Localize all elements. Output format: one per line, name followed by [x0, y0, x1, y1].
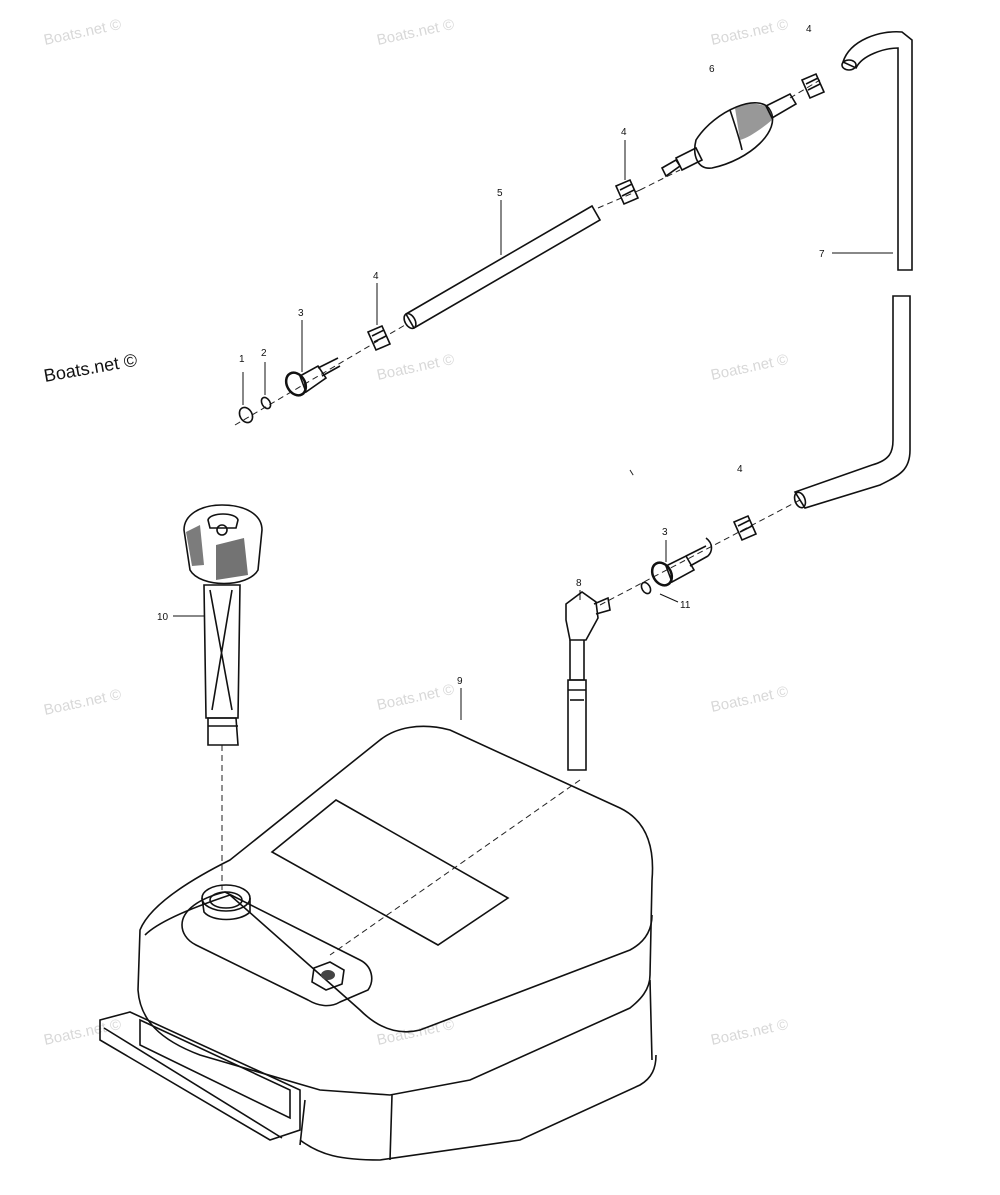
- callout-10: 10: [157, 612, 169, 623]
- watermark: Boats.net ©: [42, 16, 122, 49]
- watermark: Boats.net ©: [709, 1016, 789, 1049]
- part-4-clamp-a: [366, 324, 392, 352]
- part-10-fuel-gauge: [183, 504, 263, 746]
- callout-5: 5: [497, 188, 503, 199]
- part-8-elbow-pickup-tube: [565, 591, 611, 771]
- callout-8: 8: [576, 578, 582, 589]
- watermark: Boats.net ©: [709, 683, 789, 716]
- part-6-primer-bulb: [660, 92, 798, 178]
- callout-3-bottom: 3: [662, 527, 668, 538]
- assembly-centerlines: [221, 79, 821, 956]
- part-1-o-ring: [238, 406, 254, 424]
- watermark-prominent: Boats.net ©: [42, 350, 138, 386]
- part-9-fuel-tank: [99, 725, 657, 1161]
- part-11-o-ring: [640, 581, 652, 595]
- watermark: Boats.net ©: [375, 351, 455, 384]
- watermark: Boats.net ©: [42, 686, 122, 719]
- callout-leaders: [173, 140, 893, 720]
- part-4-clamp-b: [614, 178, 640, 206]
- callout-9: 9: [457, 676, 463, 687]
- callout-4-d: 4: [737, 464, 743, 475]
- part-5-fuel-hose: [403, 204, 602, 330]
- callout-4-b: 4: [621, 127, 627, 138]
- callout-1: 1: [239, 354, 245, 365]
- callout-4-a: 4: [373, 271, 379, 282]
- callout-labels: 1 2 3 4 5 4 6 4 7 4 3 8 11 10 9: [157, 24, 825, 687]
- watermark: Boats.net ©: [375, 16, 455, 49]
- callout-11: 11: [680, 600, 691, 611]
- part-7-fuel-hose-long: [793, 30, 913, 509]
- watermark: Boats.net ©: [709, 16, 789, 49]
- callout-4-c: 4: [806, 24, 812, 35]
- watermark: Boats.net ©: [375, 681, 455, 714]
- part-3-connector-top: [284, 357, 341, 397]
- part-4-clamp-d: [732, 514, 758, 542]
- part-4-clamp-c: [800, 72, 826, 100]
- callout-6: 6: [709, 64, 715, 75]
- callout-2: 2: [261, 348, 267, 359]
- callout-7: 7: [819, 249, 825, 260]
- part-2-o-ring: [260, 396, 272, 410]
- callout-3-top: 3: [298, 308, 304, 319]
- part-3-connector-bottom: [650, 537, 713, 587]
- watermark: Boats.net ©: [709, 351, 789, 384]
